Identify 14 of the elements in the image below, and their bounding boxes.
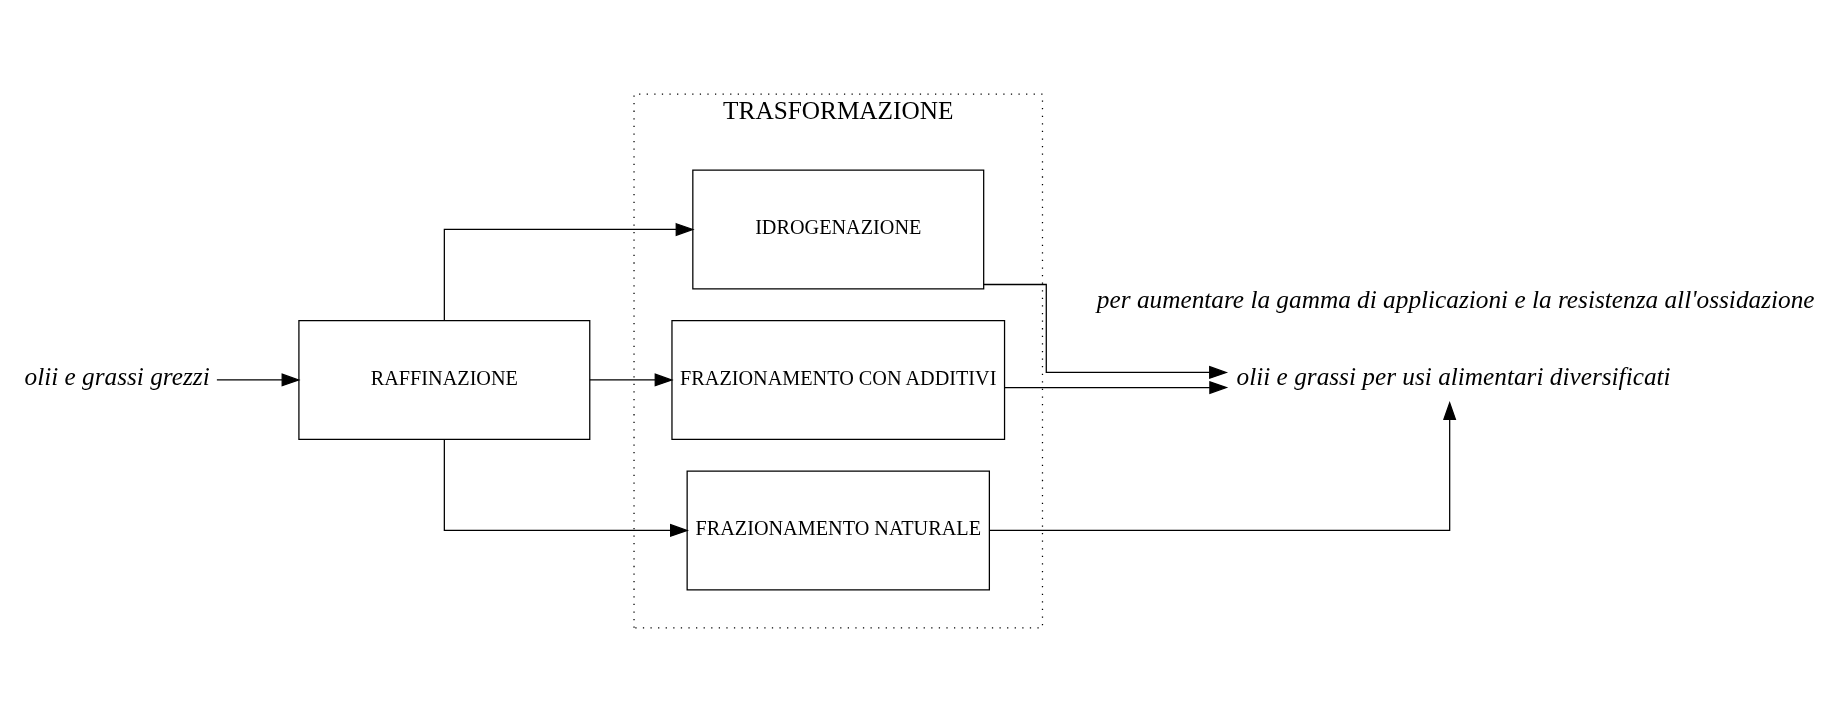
arrow xyxy=(216,372,301,387)
arrow xyxy=(988,400,1457,531)
label: per aumentare la gamma di applicazioni e la resistenza all'ossidazione xyxy=(1096,284,1815,313)
node-text: olii e grassi grezzi xyxy=(24,361,210,390)
node-box: IDROGENAZIONE xyxy=(692,168,985,290)
arrow xyxy=(589,372,674,387)
arrow xyxy=(443,222,695,321)
node-box: RAFFINAZIONE xyxy=(298,319,591,440)
arrow xyxy=(1004,380,1229,394)
node-box: FRAZIONAMENTO NATURALE xyxy=(686,469,990,590)
node-box: FRAZIONAMENTO CON ADDITIVI xyxy=(671,319,1006,440)
node-text: olii e grassi per usi alimentari diversificati xyxy=(1236,361,1671,390)
arrow xyxy=(443,438,689,537)
arrow xyxy=(983,283,1229,379)
